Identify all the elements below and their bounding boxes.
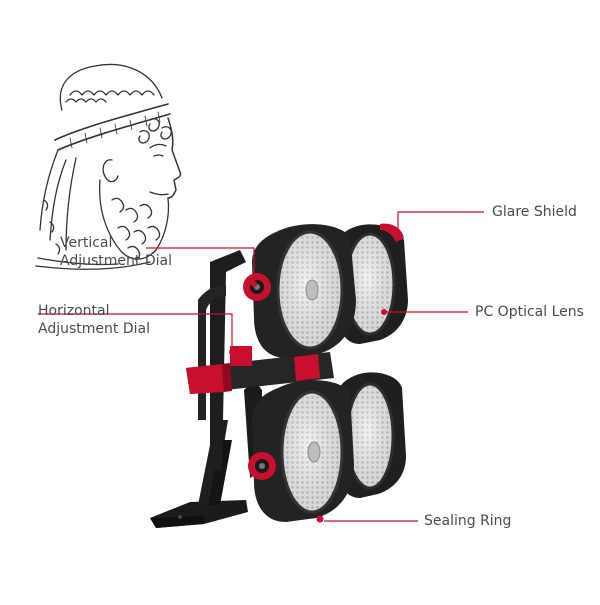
label-horizontal-line1: Horizontal [38,303,110,319]
floodlight-product-icon [150,223,408,528]
label-horizontal-adjustment-dial: Horizontal Adjustment Dial [38,302,178,338]
label-vertical-line2: Adjustment Dial [60,253,172,269]
callout-leaders [38,211,484,522]
label-pc-optical-lens: PC Optical Lens [475,304,584,320]
cross-arm [186,346,334,394]
light-head-lower-left [248,380,354,523]
leader-vertical-dial [146,247,255,282]
philosopher-portrait-icon [35,63,182,270]
leader-dot-glare-shield [395,233,401,239]
leader-dot-horizontal-dial [229,349,235,355]
label-sealing-ring: Sealing Ring [424,513,512,529]
leader-dot-vertical-dial [251,281,257,287]
sealing-ring-marker [316,515,324,523]
light-head-upper-left [243,224,356,358]
label-vertical-adjustment-dial: Vertical Adjustment Dial [60,234,200,270]
label-glare-shield: Glare Shield [492,204,577,220]
label-vertical-line1: Vertical [60,235,113,251]
leader-dot-pc-optical-lens [381,309,387,315]
mounting-base [150,420,248,528]
label-horizontal-line2: Adjustment Dial [38,321,150,337]
leader-glare-shield [397,211,484,234]
horizontal-dial-knob [230,346,252,366]
leader-horizontal-dial [38,313,233,350]
